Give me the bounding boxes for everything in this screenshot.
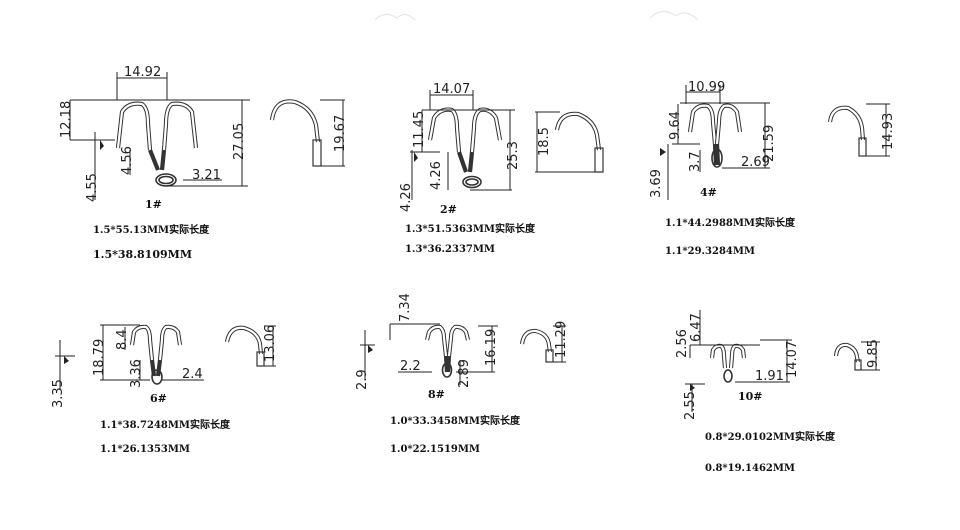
spec-real-8: 1.0*33.3458MM实际长度: [390, 414, 521, 427]
dim-8-single-hook: 11.29: [554, 321, 569, 358]
dim-6-eye-width: 2.4: [182, 367, 203, 382]
hook-drawing-2: [410, 90, 604, 200]
dim-2-top-width: 14.07: [433, 82, 470, 97]
spec-real-2: 1.3*51.5363MM实际长度: [405, 222, 536, 235]
hook-drawing-8: [360, 323, 566, 385]
dim-1-top-width: 14.92: [124, 65, 161, 80]
spec-real-1: 1.5*55.13MM实际长度: [93, 223, 210, 236]
hook-label-6: 6#: [150, 392, 167, 405]
hook-drawing-10: [685, 310, 880, 412]
hook-drawing-4: [660, 85, 890, 200]
spec-real-10: 0.8*29.0102MM实际长度: [705, 430, 836, 443]
dim-8-eye-width: 2.2: [400, 359, 421, 374]
dim-2-single-hook: 18.5: [537, 127, 552, 156]
dim-1-eye-len: 4.56: [120, 146, 135, 175]
hook-drawing-6: [55, 324, 276, 390]
spec-8: 1.0*22.1519MM: [390, 444, 480, 455]
hook-label-1: 1#: [145, 198, 162, 211]
dim-10-shank-gap: 2.55: [683, 391, 698, 420]
dim-10-eye-width: 1.91: [755, 369, 784, 384]
dim-6-height: 18.79: [92, 339, 107, 376]
dim-1-single-hook: 19.67: [333, 115, 348, 152]
spec-2: 1.3*36.2337MM: [405, 244, 495, 255]
dim-8-eye-len: 2.89: [457, 359, 472, 388]
dim-6-single-hook: 13.06: [263, 325, 278, 362]
dim-4-eye-width: 2.69: [741, 155, 770, 170]
dim-4-shank-gap: 3.69: [649, 169, 664, 198]
spec-1: 1.5*38.8109MM: [93, 248, 192, 261]
dim-4-top-width: 10.99: [688, 80, 725, 95]
spec-6: 1.1*26.1353MM: [100, 444, 190, 455]
spec-4: 1.1*29.3284MM: [665, 246, 755, 257]
dim-8-top-len: 7.34: [398, 293, 413, 322]
spec-10: 0.8*19.1462MM: [705, 463, 795, 474]
spec-real-4: 1.1*44.2988MM实际长度: [665, 216, 796, 229]
dim-4-left-top: 9.64: [668, 111, 683, 140]
dim-8-shank-gap: 2.9: [355, 369, 370, 390]
dim-6-shank-gap: 3.35: [51, 379, 66, 408]
dim-1-height: 27.05: [232, 123, 247, 160]
dim-8-height: 16.19: [484, 329, 499, 366]
dim-6-left-top: 8.4: [115, 329, 130, 350]
dim-2-eye-len: 4.26: [429, 161, 444, 190]
watermark: [374, 11, 699, 21]
dim-10-single-hook: 9.85: [866, 339, 881, 368]
spec-real-6: 1.1*38.7248MM实际长度: [100, 418, 231, 431]
dim-1-shank-gap: 4.55: [85, 173, 100, 202]
hook-label-8: 8#: [428, 388, 445, 401]
dim-1-left-top: 12.18: [59, 101, 74, 138]
dim-10-height: 14.07: [785, 341, 800, 378]
hook-label-2: 2#: [440, 203, 457, 216]
hook-drawing-1: [69, 72, 345, 200]
dim-4-eye-len: 3.7: [688, 151, 703, 172]
dim-2-left-top: 11.45: [412, 111, 427, 148]
hook-label-10: 10#: [738, 390, 763, 403]
dim-4-height: 21.59: [762, 125, 777, 162]
dim-6-eye-len: 3.36: [129, 359, 144, 388]
dim-2-shank-gap: 4.26: [399, 183, 414, 212]
hook-label-4: 4#: [700, 186, 717, 199]
dim-1-eye-width: 3.21: [192, 168, 221, 183]
dim-4-single-hook: 14.93: [881, 113, 896, 150]
dim-10-top-len: 6.47: [689, 313, 704, 342]
dim-10-left-top: 2.56: [675, 329, 690, 358]
dim-2-height: 25.3: [506, 141, 521, 170]
